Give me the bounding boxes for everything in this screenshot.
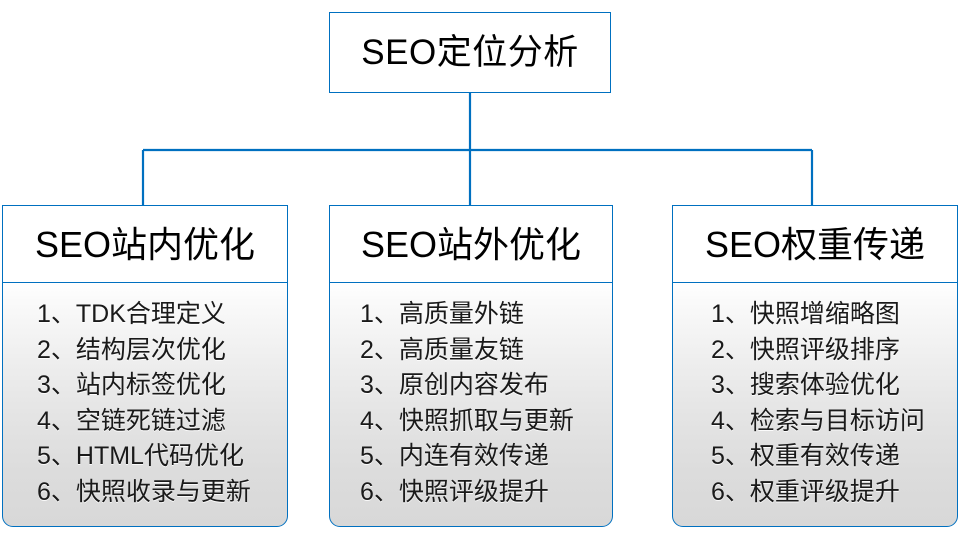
branch-item-list-3: 1、快照增缩略图 2、快照评级排序 3、搜索体验优化 4、检索与目标访问 5、权… [673, 297, 957, 510]
list-item: 1、TDK合理定义 [37, 300, 226, 329]
list-item: 1、高质量外链 [360, 300, 524, 329]
list-item: 2、高质量友链 [360, 335, 524, 364]
list-item: 4、空链死链过滤 [37, 406, 226, 435]
list-item: 5、权重有效传递 [711, 442, 900, 471]
list-item: 4、快照抓取与更新 [360, 406, 574, 435]
root-node-title: SEO定位分析 [361, 33, 579, 72]
list-item: 5、HTML代码优化 [37, 442, 244, 471]
branch-header-title-3: SEO权重传递 [704, 223, 926, 265]
root-node: SEO定位分析 [329, 12, 611, 93]
branch-column-1: SEO站内优化 1、TDK合理定义 2、结构层次优化 3、站内标签优化 4、空链… [2, 205, 288, 528]
list-item: 4、检索与目标访问 [711, 406, 925, 435]
list-item: 6、快照评级提升 [360, 477, 549, 506]
list-item: 1、快照增缩略图 [711, 300, 900, 329]
branch-header-2: SEO站外优化 [329, 205, 613, 284]
list-item: 3、搜索体验优化 [711, 371, 900, 400]
branch-item-list-1: 1、TDK合理定义 2、结构层次优化 3、站内标签优化 4、空链死链过滤 5、H… [3, 297, 287, 510]
branch-body-1: 1、TDK合理定义 2、结构层次优化 3、站内标签优化 4、空链死链过滤 5、H… [2, 282, 288, 528]
list-item: 2、结构层次优化 [37, 335, 226, 364]
list-item: 5、内连有效传递 [360, 442, 549, 471]
branch-body-3: 1、快照增缩略图 2、快照评级排序 3、搜索体验优化 4、检索与目标访问 5、权… [672, 282, 958, 528]
branch-header-1: SEO站内优化 [2, 205, 288, 284]
list-item: 3、原创内容发布 [360, 371, 549, 400]
list-item: 2、快照评级排序 [711, 335, 900, 364]
branch-header-3: SEO权重传递 [672, 205, 958, 284]
branch-item-list-2: 1、高质量外链 2、高质量友链 3、原创内容发布 4、快照抓取与更新 5、内连有… [330, 297, 612, 510]
list-item: 6、快照收录与更新 [37, 477, 251, 506]
list-item: 6、权重评级提升 [711, 477, 900, 506]
branch-header-title-2: SEO站外优化 [360, 223, 582, 265]
branch-column-3: SEO权重传递 1、快照增缩略图 2、快照评级排序 3、搜索体验优化 4、检索与… [672, 205, 958, 528]
branch-header-title-1: SEO站内优化 [34, 223, 256, 265]
branch-column-2: SEO站外优化 1、高质量外链 2、高质量友链 3、原创内容发布 4、快照抓取与… [329, 205, 613, 528]
list-item: 3、站内标签优化 [37, 371, 226, 400]
branch-body-2: 1、高质量外链 2、高质量友链 3、原创内容发布 4、快照抓取与更新 5、内连有… [329, 282, 613, 528]
